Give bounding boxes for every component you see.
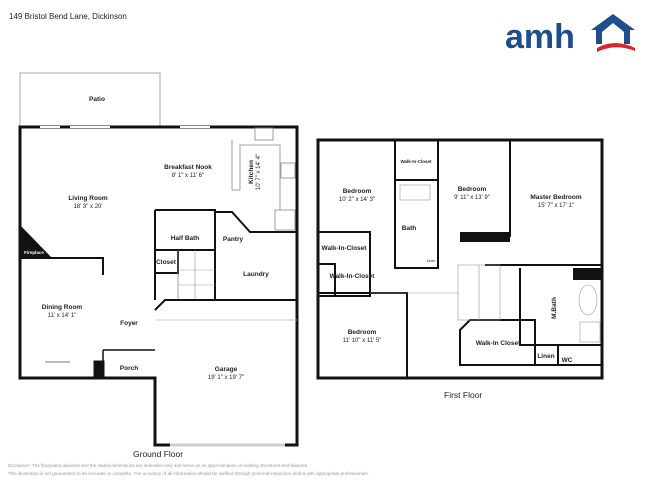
room-label-walk-in-closet-master: Walk-In Closet xyxy=(476,340,521,347)
room-label-garage: Garage xyxy=(215,366,238,373)
first-floor-label: First Floor xyxy=(444,390,483,400)
room-dims-dining: 11' x 14' 1" xyxy=(48,313,77,319)
room-label-dining: Dining Room xyxy=(42,304,83,311)
room-label-bedroom-1: Bedroom xyxy=(343,188,372,195)
room-label-fireplace: Fireplace xyxy=(24,250,44,255)
room-label-bedroom-3: Bedroom xyxy=(348,329,377,336)
room-label-kitchen: Kitchen xyxy=(248,160,255,184)
ground-floor-plan xyxy=(18,72,299,447)
room-label-walk-in-closet-top: Walk-In-Closet xyxy=(400,159,432,164)
disclaimer-line-2: This illustration is not guaranteed to b… xyxy=(8,471,369,476)
first-floor-labels: Bedroom 10' 2" x 14' 3" Walk-In-Closet B… xyxy=(322,159,582,364)
room-label-bath: Bath xyxy=(402,225,416,232)
room-dims-living: 18' 3" x 20' xyxy=(73,204,102,210)
room-dims-bedroom-2: 9' 11" x 13' 9" xyxy=(454,195,490,201)
first-outer-wall xyxy=(316,138,604,380)
room-label-master-bedroom: Master Bedroom xyxy=(530,194,582,201)
disclaimer-line-1: Disclaimer: The floorplans depicted and … xyxy=(8,463,309,468)
room-label-linen-small: Linen xyxy=(427,259,436,263)
room-dims-bedroom-3: 11' 10" x 11' 5" xyxy=(343,338,382,344)
room-dims-garage: 19' 1" x 19' 7" xyxy=(208,375,244,381)
room-label-closet: Closet xyxy=(156,259,177,266)
room-dims-nook: 8' 1" x 11' 6" xyxy=(172,173,204,179)
room-label-porch: Porch xyxy=(120,365,138,372)
ground-outer-wall xyxy=(18,125,299,447)
room-label-nook: Breakfast Nook xyxy=(164,164,212,171)
svg-text:amh: amh xyxy=(505,18,575,55)
room-label-wc: WC xyxy=(562,357,573,364)
fireplace-shape xyxy=(20,225,52,258)
room-label-laundry: Laundry xyxy=(243,271,269,278)
room-label-m-bath: M.Bath xyxy=(551,297,558,319)
room-label-pantry: Pantry xyxy=(223,236,244,243)
room-label-linen: Linen xyxy=(537,353,554,360)
room-dims-kitchen: 10' 7" x 14' 4" xyxy=(256,154,262,190)
ground-floor-label: Ground Floor xyxy=(133,449,184,459)
room-label-walk-in-closet-2: Walk-In-Closet xyxy=(330,273,376,280)
room-label-half-bath: Half Bath xyxy=(171,235,200,242)
room-label-walk-in-closet-1: Walk-In-Closet xyxy=(322,245,368,252)
room-dims-master-bedroom: 15' 7" x 17' 1" xyxy=(538,203,574,209)
room-dims-bedroom-1: 10' 2" x 14' 3" xyxy=(339,197,375,203)
amh-logo: amh xyxy=(505,14,635,55)
first-floor-plan xyxy=(316,138,604,380)
room-label-foyer: Foyer xyxy=(120,320,138,327)
room-label-living: Living Room xyxy=(68,195,108,202)
property-address: 149 Bristol Bend Lane, Dickinson xyxy=(9,12,127,21)
ground-floor-labels: Patio Living Room 18' 3" x 20' Breakfast… xyxy=(24,96,269,381)
room-label-bedroom-2: Bedroom xyxy=(458,186,487,193)
room-label-patio: Patio xyxy=(89,96,105,103)
